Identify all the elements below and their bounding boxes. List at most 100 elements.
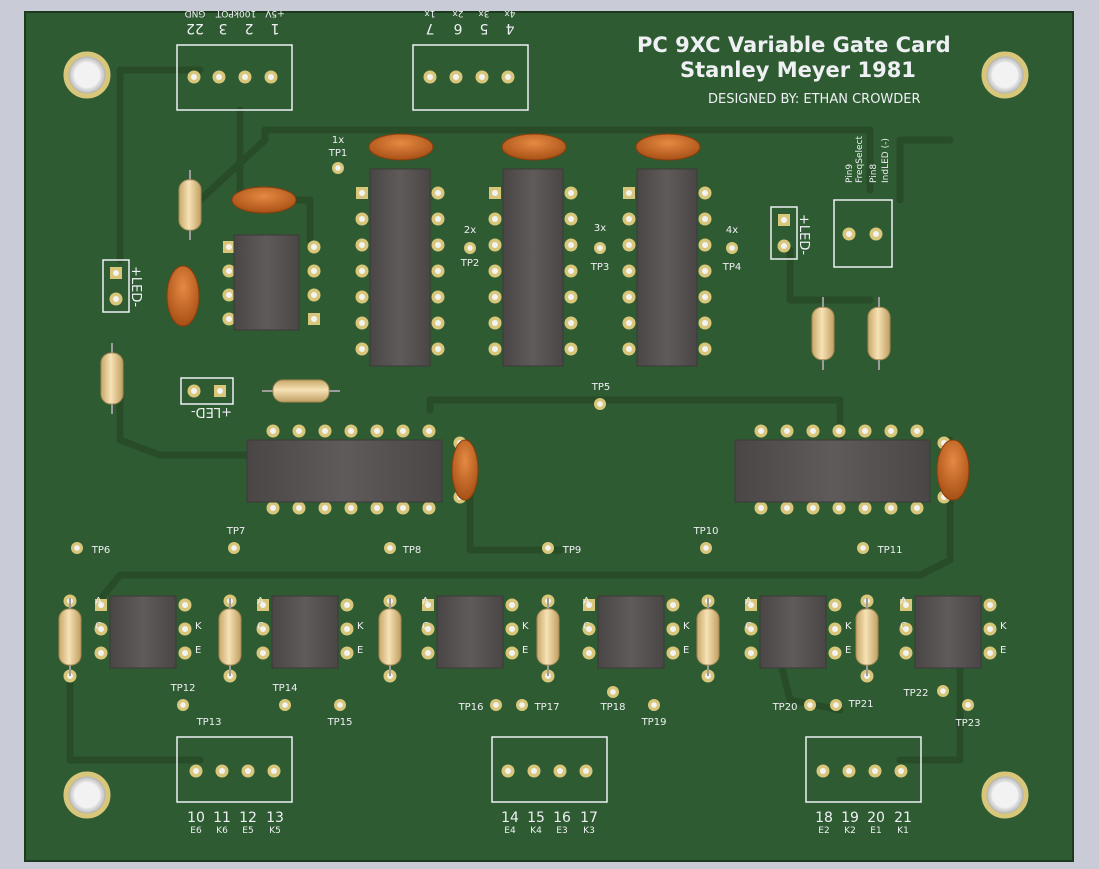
tp9-label: TP9: [562, 545, 582, 556]
conn-tm-num-7: 7: [426, 20, 435, 36]
ic-dip14-3x-pin-r2-hole: [702, 242, 708, 248]
resistor-r3: [272, 379, 330, 403]
conn-bm-num-14: 14: [501, 810, 519, 826]
tp16-pad-hole: [493, 702, 499, 708]
tp6-pad-hole: [74, 545, 80, 551]
ic-dip14-3x-pin-l6-hole: [626, 346, 632, 352]
tp5-label: TP5: [591, 382, 611, 393]
ic-dip14-h-left-pin-t5-hole: [400, 428, 406, 434]
resistor-r5: [867, 306, 891, 361]
optocoupler-1-pin-e-label: E: [195, 645, 201, 656]
pad-conn-br-3-hole: [898, 768, 904, 774]
conn-bl-num-12: 12: [239, 810, 257, 826]
pad-conn-bl-3-hole: [271, 768, 277, 774]
optocoupler-3-pin-e-label: E: [522, 645, 528, 656]
conn-tl-label-gnd: GND: [185, 8, 206, 18]
pad-conn-tm-0-hole: [427, 74, 433, 80]
optocoupler-1-pin-l2-hole: [98, 650, 104, 656]
ic-dip14-h-right-pin-t5-hole: [888, 428, 894, 434]
led-footprint-right: [770, 206, 798, 260]
pad-conn-bm-1-hole: [531, 768, 537, 774]
ic-dip14-h-right-pin-b5-hole: [888, 505, 894, 511]
optocoupler-4-pin-r2-hole: [670, 650, 676, 656]
optocoupler-4-pin-e-label: E: [683, 645, 689, 656]
optocoupler-5-pin-l1-hole: [748, 626, 754, 632]
resistor-r2: [100, 352, 124, 405]
cap-h-right: [936, 439, 970, 501]
optocoupler-4-pin-c-label: C: [583, 621, 590, 632]
optocoupler-6-pin-l1-hole: [903, 626, 909, 632]
optocoupler-6-pin-l2-hole: [903, 650, 909, 656]
led-label-left: +LED-: [128, 266, 143, 307]
ic-dip8-pin-l0-hole: [226, 244, 232, 250]
ic-dip14-h-left-pin-t6-hole: [426, 428, 432, 434]
tp18-pad-hole: [610, 689, 616, 695]
ic-dip14-2x-pin-l0-hole: [492, 190, 498, 196]
led-label-right: +LED-: [796, 214, 811, 255]
connector-top-mid: [412, 44, 529, 111]
board-designer: DESIGNED BY: ETHAN CROWDER: [708, 92, 921, 107]
tp3-label: TP3: [590, 262, 610, 273]
cap-timer: [231, 186, 297, 214]
pad-led-mid-k-hole: [217, 388, 223, 394]
optocoupler-4-pin-l0-hole: [586, 602, 592, 608]
ic-dip14-h-right-pin-b1-hole: [784, 505, 790, 511]
tp23-label: TP23: [955, 718, 981, 729]
conn-tm-label-1x: 1x: [424, 8, 436, 18]
ic-dip8-pin-l3-hole: [226, 316, 232, 322]
optocoupler-6-pin-r1-hole: [987, 626, 993, 632]
ic-dip14-1x-pin-l2-hole: [359, 242, 365, 248]
conn-rs-label-pin9: Pin9: [845, 164, 855, 183]
ic-dip14-2x-pin-r5-hole: [568, 320, 574, 326]
pad-conn-tl-1-hole: [216, 74, 222, 80]
tp18-label: TP18: [600, 702, 626, 713]
pad-led-left-k-hole: [113, 296, 119, 302]
pad-conn-bl-1-hole: [219, 768, 225, 774]
tp10-pad-hole: [703, 545, 709, 551]
optocoupler-2-pin-r2-hole: [344, 650, 350, 656]
pad-conn-bm-2-hole: [557, 768, 563, 774]
optocoupler-3-pin-c-label: C: [422, 621, 429, 632]
conn-bl-label-e6: E6: [190, 826, 202, 836]
conn-bl-label-k6: K6: [216, 826, 228, 836]
conn-tl-num-2: 2: [245, 20, 254, 36]
conn-bm-label-e3: E3: [556, 826, 567, 836]
optocoupler-5-pin-e-label: E: [845, 645, 851, 656]
optocoupler-2-pin-a-label: A: [257, 596, 264, 607]
ic-dip8-pin-l1-hole: [226, 268, 232, 274]
ic-dip14-1x-pin-r0-hole: [435, 190, 441, 196]
optocoupler-3-pin-a-label: A: [422, 596, 429, 607]
resistor-opto-4: [536, 608, 560, 666]
connector-right-side: [833, 199, 893, 268]
ic-dip14-h-right-pin-b4-hole: [862, 505, 868, 511]
optocoupler-2-pin-e-label: E: [357, 645, 363, 656]
ic-dip14-3x-pin-l4-hole: [626, 294, 632, 300]
tp3-pad-hole: [597, 245, 603, 251]
conn-br-label-e2: E2: [818, 826, 829, 836]
tp12-pad-hole: [180, 702, 186, 708]
optocoupler-5-pin-c-label: C: [745, 621, 752, 632]
pad-conn-br-1-hole: [846, 768, 852, 774]
optocoupler-1-pin-a-label: A: [95, 596, 102, 607]
ic-dip14-1x-pin-r2-hole: [435, 242, 441, 248]
ic-dip14-1x-pin-l5-hole: [359, 320, 365, 326]
ic-dip14-h-left-pin-t4-hole: [374, 428, 380, 434]
conn-tl-num-3: 3: [219, 20, 228, 36]
tp2-label: TP2: [460, 258, 480, 269]
ic-dip14-h-left: [246, 439, 443, 503]
mounting-holes: [63, 51, 1029, 819]
resistor-opto-5: [696, 608, 720, 666]
optocoupler-2-pin-k-label: K: [357, 621, 364, 632]
optocoupler-3-pin-k-label: K: [522, 621, 529, 632]
ic-dip14-2x-pin-r0-hole: [568, 190, 574, 196]
conn-rs-label-pin8: Pin8: [869, 164, 879, 183]
optocoupler-5-pin-r0-hole: [832, 602, 838, 608]
pad-conn-bl-2-hole: [245, 768, 251, 774]
optocoupler-5-pin-a-label: A: [745, 596, 752, 607]
optocoupler-4-pin-r1-hole: [670, 626, 676, 632]
ic-dip14-3x-pin-r1-hole: [702, 216, 708, 222]
ic-dip8-pin-r2-hole: [311, 292, 317, 298]
ic-dip14-1x-pin-l0-hole: [359, 190, 365, 196]
ic-dip14-h-right-pin-t3-hole: [836, 428, 842, 434]
